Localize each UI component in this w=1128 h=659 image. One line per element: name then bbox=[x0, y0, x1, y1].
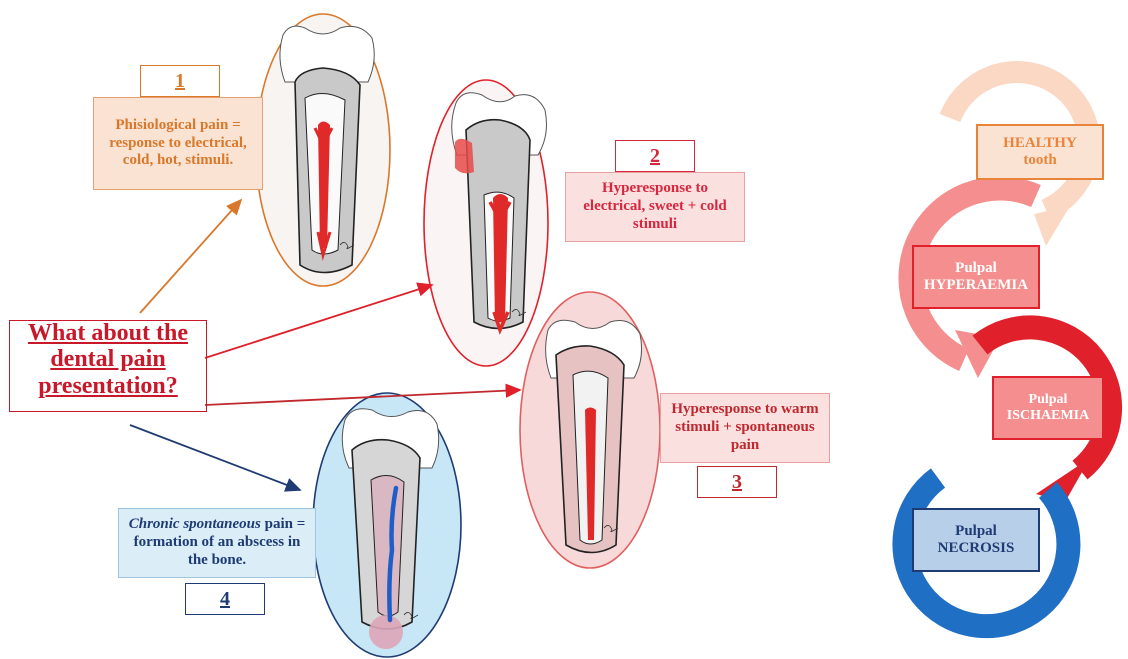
necrosis-line-2: NECROSIS bbox=[938, 540, 1015, 557]
stage-3-number: 3 bbox=[697, 466, 777, 498]
tooth-1-healthy bbox=[256, 14, 390, 286]
tooth-3-ischaemia bbox=[520, 292, 660, 568]
necrosis-label: Pulpal NECROSIS bbox=[912, 508, 1040, 572]
tooth-2-hyperaemia bbox=[424, 80, 548, 366]
arrow-to-tooth-1 bbox=[140, 200, 241, 313]
stage-1-description: Phisiological pain = response to electri… bbox=[93, 97, 263, 190]
tooth-4-necrosis bbox=[313, 393, 461, 657]
stage-3-description: Hyperesponse to warm stimuli + spontaneo… bbox=[660, 393, 830, 463]
question-line-3: presentation? bbox=[10, 373, 206, 399]
stage-4-description: Chronic spontaneous pain = formation of … bbox=[118, 508, 316, 578]
stage-2-description: Hyperesponse to electrical, sweet + cold… bbox=[565, 172, 745, 242]
hyperaemia-line-2: HYPERAEMIA bbox=[924, 277, 1028, 294]
hyperaemia-label: Pulpal HYPERAEMIA bbox=[912, 245, 1040, 309]
necrosis-line-1: Pulpal bbox=[955, 523, 997, 540]
healthy-label: HEALTHY tooth bbox=[976, 124, 1104, 180]
question-line-2: dental pain bbox=[10, 346, 206, 372]
ischaemia-line-1: Pulpal bbox=[1029, 392, 1068, 408]
question-line-1: What about the bbox=[10, 320, 206, 346]
stage-4-number: 4 bbox=[185, 583, 265, 615]
ischaemia-line-2: ISCHAEMIA bbox=[1007, 408, 1089, 424]
stage-2-number: 2 bbox=[615, 140, 695, 172]
question-text: What about the dental pain presentation? bbox=[10, 320, 206, 410]
arrow-to-tooth-4 bbox=[130, 425, 300, 490]
stage-1-number: 1 bbox=[140, 65, 220, 97]
hyperaemia-line-1: Pulpal bbox=[955, 260, 997, 277]
healthy-line-1: HEALTHY bbox=[1003, 135, 1077, 152]
healthy-line-2: tooth bbox=[1023, 152, 1056, 169]
stage-4-italic: Chronic spontaneous bbox=[129, 516, 261, 532]
arrow-to-tooth-2 bbox=[205, 285, 432, 358]
ischaemia-label: Pulpal ISCHAEMIA bbox=[992, 376, 1104, 440]
